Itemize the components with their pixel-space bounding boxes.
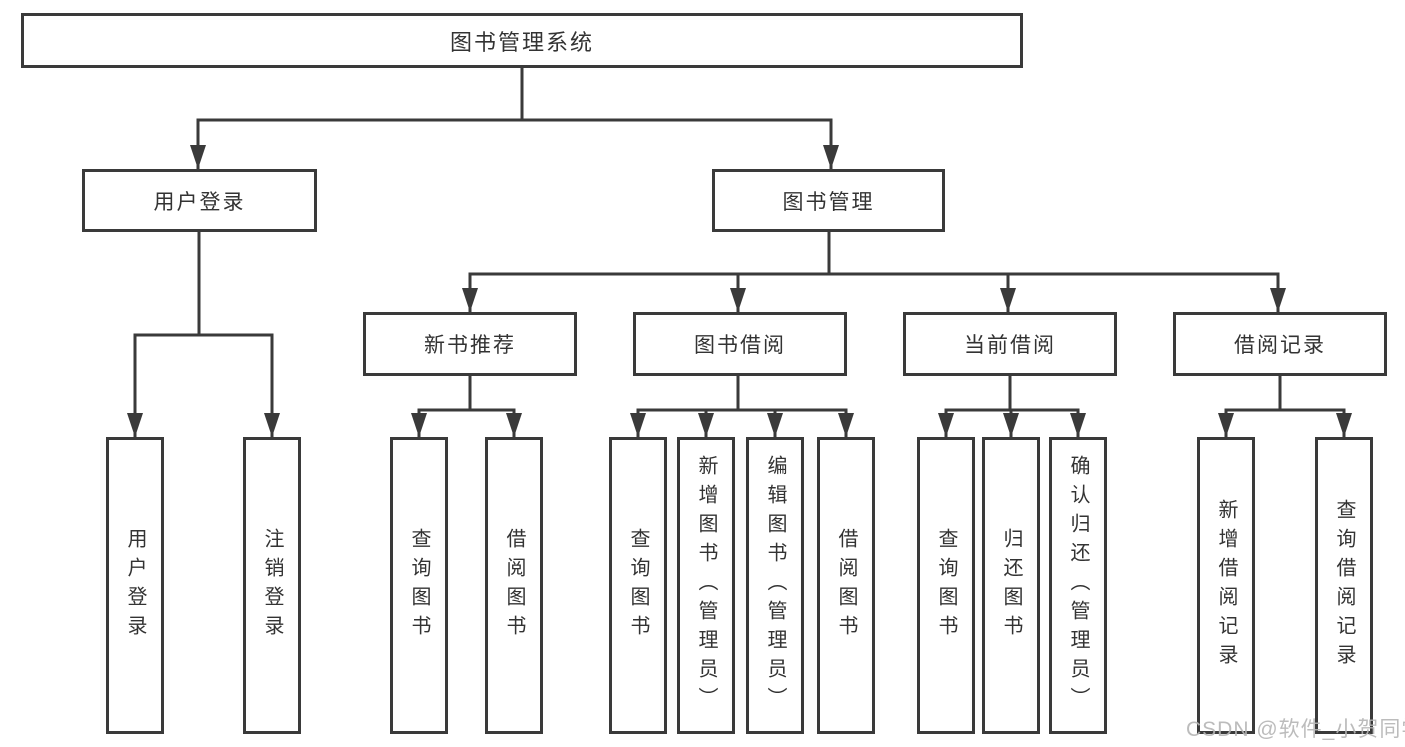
node-book-borrow: 图书借阅 xyxy=(633,312,847,376)
leaf-label: 借阅图书 xyxy=(835,527,857,644)
node-label: 新书推荐 xyxy=(424,334,516,357)
leaf-label: 借阅图书 xyxy=(503,527,525,644)
leaf-label: 编辑图书（管理员） xyxy=(764,455,786,716)
leaf-label: 新增图书（管理员） xyxy=(695,455,717,716)
leaf-label: 查询图书 xyxy=(935,527,957,644)
leaf-label: 查询图书 xyxy=(627,527,649,644)
leaf-records-query-record: 查询借阅记录 xyxy=(1315,437,1373,734)
node-label: 借阅记录 xyxy=(1234,334,1326,357)
node-user-login-branch: 用户登录 xyxy=(82,169,317,232)
connector-new-books-to-leaves xyxy=(417,376,516,437)
connector-book-mgmt-to-groups xyxy=(468,232,1280,312)
leaf-borrow-add-books-admin: 新增图书（管理员） xyxy=(677,437,735,734)
node-root-label: 图书管理系统 xyxy=(449,29,594,55)
node-borrow-records: 借阅记录 xyxy=(1173,312,1387,376)
leaf-current-return-books: 归还图书 xyxy=(982,437,1040,734)
leaf-logout: 注销登录 xyxy=(243,437,301,734)
leaf-label: 查询图书 xyxy=(408,527,430,644)
connector-current-to-leaves xyxy=(944,376,1080,437)
leaf-borrow-query-books: 查询图书 xyxy=(609,437,667,734)
leaf-label: 用户登录 xyxy=(124,527,146,644)
node-new-book-recommend: 新书推荐 xyxy=(363,312,577,376)
connector-user-login-to-leaves xyxy=(133,232,274,437)
leaf-label: 归还图书 xyxy=(1000,527,1022,644)
leaf-user-login: 用户登录 xyxy=(106,437,164,734)
node-label: 图书管理 xyxy=(782,190,875,214)
connector-borrow-to-leaves xyxy=(636,376,848,437)
leaf-label: 新增借阅记录 xyxy=(1215,498,1237,673)
leaf-newbooks-query-books: 查询图书 xyxy=(390,437,448,734)
leaf-current-confirm-return-admin: 确认归还（管理员） xyxy=(1049,437,1107,734)
leaf-label: 确认归还（管理员） xyxy=(1067,455,1089,716)
csdn-watermark: CSDN @软件_小贺同学 xyxy=(1186,718,1405,741)
leaf-newbooks-borrow-books: 借阅图书 xyxy=(485,437,543,734)
node-label: 图书借阅 xyxy=(694,334,786,357)
node-current-borrow: 当前借阅 xyxy=(903,312,1117,376)
leaf-borrow-borrow-books: 借阅图书 xyxy=(817,437,875,734)
node-book-management: 图书管理 xyxy=(712,169,945,232)
node-label: 当前借阅 xyxy=(964,334,1056,357)
connector-root-to-level2 xyxy=(196,68,833,169)
leaf-borrow-edit-books-admin: 编辑图书（管理员） xyxy=(746,437,804,734)
connector-records-to-leaves xyxy=(1224,376,1346,437)
leaf-label: 查询借阅记录 xyxy=(1333,498,1355,673)
leaf-current-query-books: 查询图书 xyxy=(917,437,975,734)
leaf-label: 注销登录 xyxy=(261,527,283,644)
node-root: 图书管理系统 xyxy=(21,13,1023,68)
leaf-records-add-record: 新增借阅记录 xyxy=(1197,437,1255,734)
node-label: 用户登录 xyxy=(153,190,246,214)
